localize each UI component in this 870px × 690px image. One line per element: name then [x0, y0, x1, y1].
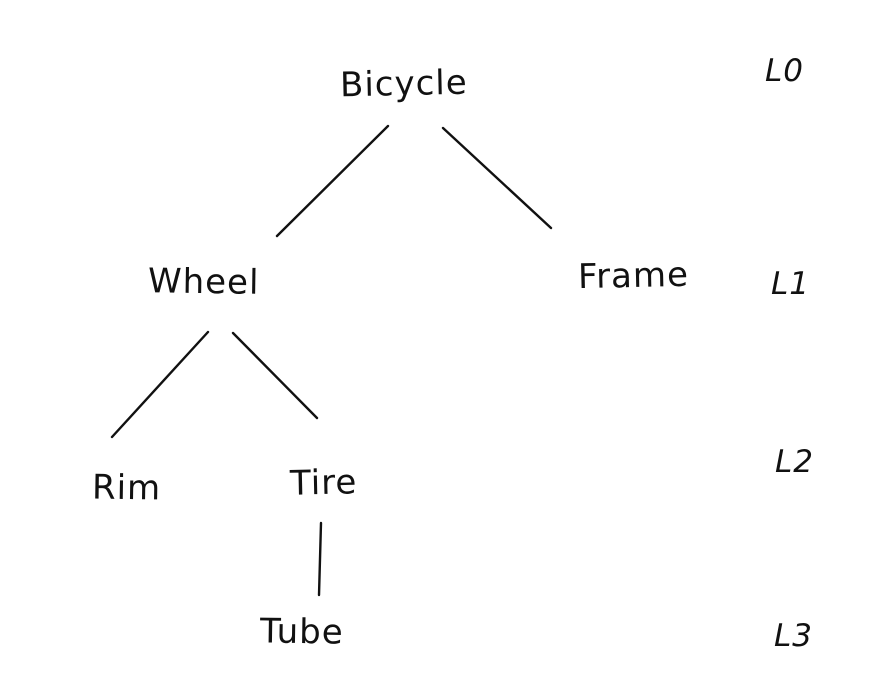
node-tube: Tube [259, 611, 344, 653]
edge-wheel-rim [110, 330, 210, 439]
node-bicycle: Bicycle [339, 62, 469, 106]
level-label-l2: L2 [775, 444, 814, 480]
node-wheel: Wheel [147, 261, 260, 303]
level-label-l1: L1 [771, 266, 810, 302]
node-tire: Tire [289, 462, 358, 504]
node-rim: Rim [91, 467, 162, 509]
edge-bicycle-frame [441, 126, 553, 230]
edge-wheel-tire [231, 331, 319, 420]
edge-tire-tube [317, 521, 323, 597]
edge-bicycle-wheel [275, 124, 390, 238]
node-frame: Frame [577, 254, 690, 298]
level-label-l3: L3 [774, 618, 813, 654]
level-label-l0: L0 [765, 53, 804, 89]
